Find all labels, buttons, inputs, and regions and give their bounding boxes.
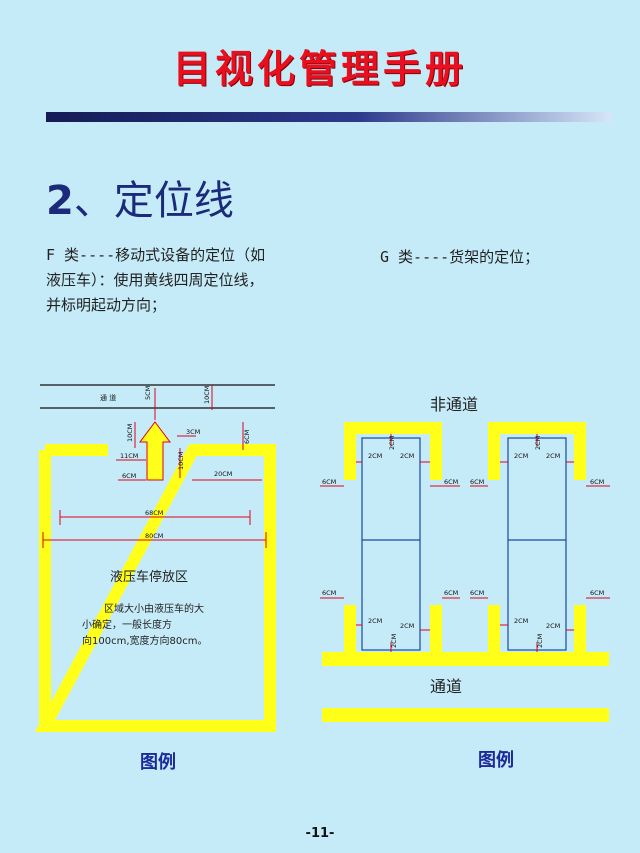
f-type-line-2: 液压车）：使用黄线四周定位线， bbox=[46, 271, 264, 289]
svg-text:2CM: 2CM bbox=[514, 617, 528, 625]
dimension-lines bbox=[42, 385, 267, 548]
svg-text:2CM: 2CM bbox=[400, 452, 414, 460]
svg-text:2CM: 2CM bbox=[388, 436, 396, 450]
title-underline-bar bbox=[46, 112, 612, 122]
dim-5cm: 5CM bbox=[144, 386, 152, 400]
svg-text:2CM: 2CM bbox=[390, 634, 398, 648]
bottom-yellow-markers bbox=[322, 605, 609, 722]
shelf-dimension-lines bbox=[320, 434, 610, 652]
legend-label-left: 图例 bbox=[140, 752, 176, 773]
dim-10cm-right: 10CM bbox=[203, 386, 211, 404]
dim-10cm-mid: 10CM bbox=[177, 452, 185, 470]
g-type-description: G 类----货架的定位； bbox=[380, 248, 540, 266]
page-number: -11- bbox=[305, 826, 335, 841]
area-title: 液压车停放区 bbox=[110, 569, 188, 585]
passage-label: 通道 bbox=[430, 677, 462, 696]
svg-text:2CM: 2CM bbox=[536, 634, 544, 648]
svg-text:2CM: 2CM bbox=[546, 452, 560, 460]
svg-text:2CM: 2CM bbox=[368, 617, 382, 625]
svg-text:6CM: 6CM bbox=[470, 589, 484, 597]
svg-text:2CM: 2CM bbox=[368, 452, 382, 460]
svg-text:2CM: 2CM bbox=[514, 452, 528, 460]
hydraulic-cart-diagram: 通 道 5CM 10CM 10CM 3CM 6CM 11CM 10CM 6CM … bbox=[34, 384, 276, 732]
dim-20cm: 20CM bbox=[214, 470, 232, 478]
legend-label-right: 图例 bbox=[478, 750, 514, 771]
f-type-description: F 类----移动式设备的定位（如 液压车）：使用黄线四周定位线， 并标明起动方… bbox=[46, 243, 265, 318]
dim-6cm-bottom: 6CM bbox=[122, 472, 136, 480]
dim-10cm-arrow: 10CM bbox=[126, 424, 134, 442]
svg-text:2CM: 2CM bbox=[400, 622, 414, 630]
dim-3cm: 3CM bbox=[186, 428, 200, 436]
f-type-line-3: 并标明起动方向； bbox=[46, 296, 167, 314]
shelf-positioning-diagram: 非通道 通道 2CM bbox=[320, 395, 610, 722]
f-type-line-1: F 类----移动式设备的定位（如 bbox=[46, 246, 266, 264]
section-title: 定位线 bbox=[113, 178, 234, 224]
svg-text:6CM: 6CM bbox=[322, 589, 336, 597]
non-passage-label: 非通道 bbox=[430, 395, 478, 414]
svg-text:2CM: 2CM bbox=[534, 436, 542, 450]
svg-text:6CM: 6CM bbox=[590, 478, 604, 486]
svg-text:6CM: 6CM bbox=[470, 478, 484, 486]
page-title: 目视化管理手册 bbox=[172, 46, 467, 91]
section-heading: 2、定位线 bbox=[46, 168, 234, 226]
dim-11cm: 11CM bbox=[120, 452, 138, 460]
dim-68cm: 68CM bbox=[145, 509, 163, 517]
road-label: 通 道 bbox=[100, 393, 116, 402]
section-number: 2 bbox=[46, 178, 74, 224]
top-yellow-markers bbox=[344, 422, 586, 480]
svg-text:6CM: 6CM bbox=[322, 478, 336, 486]
shelf-dimension-labels: 2CM 2CM 2CM 2CM 2CM 2CM 6CM 6CM 6CM 6CM … bbox=[322, 436, 604, 648]
section-separator: 、 bbox=[73, 178, 114, 224]
svg-text:6CM: 6CM bbox=[590, 589, 604, 597]
svg-text:2CM: 2CM bbox=[546, 622, 560, 630]
svg-text:6CM: 6CM bbox=[444, 478, 458, 486]
dim-80cm: 80CM bbox=[145, 532, 163, 540]
svg-text:6CM: 6CM bbox=[444, 589, 458, 597]
yellow-parking-frame bbox=[34, 444, 276, 732]
direction-arrow bbox=[139, 421, 171, 481]
area-text-line-1: 区域大小由液压车的大 bbox=[104, 602, 204, 615]
shelf-outlines bbox=[361, 437, 567, 651]
dim-6cm-top: 6CM bbox=[243, 430, 251, 444]
area-text-line-2: 小确定，一般长度方 bbox=[82, 618, 172, 631]
area-text-line-3: 向100cm,宽度方向80cm。 bbox=[82, 634, 207, 647]
